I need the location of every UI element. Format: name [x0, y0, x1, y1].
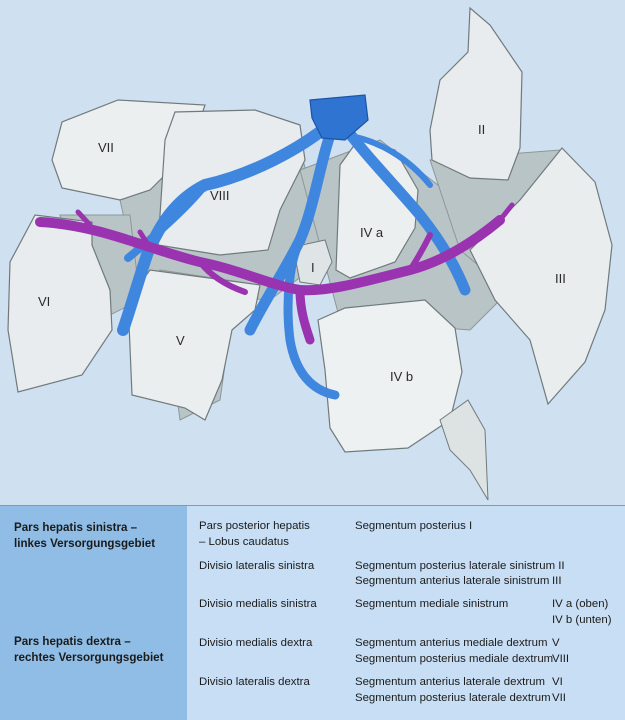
hepatic-veins — [117, 114, 471, 400]
row3-segment: Segmentum mediale sinistrum — [355, 598, 509, 610]
label-viii: VIII — [210, 188, 230, 203]
label-ivb: IV b — [390, 369, 413, 384]
label-ii: II — [478, 122, 485, 137]
row1-segment: Segmentum posterius I — [355, 520, 473, 532]
segment-vi — [7, 214, 113, 393]
row5-division: Divisio lateralis dextra — [199, 676, 310, 688]
segment-iva — [335, 139, 419, 279]
legend-detail-panel — [187, 506, 625, 720]
label-v: V — [176, 333, 185, 348]
legend-table: Pars hepatis sinistra – linkes Versorgun… — [0, 505, 625, 720]
row4-segment-line-1: Segmentum anterius mediale dextrum — [355, 637, 548, 649]
dextra-title-line-2: rechtes Versorgungsgebiet — [14, 651, 164, 664]
row4-number-line-2: VIII — [552, 653, 570, 665]
segment-ii — [429, 6, 523, 181]
label-vii: VII — [98, 140, 114, 155]
segment-v — [127, 269, 261, 421]
sinistra-title-line-1: Pars hepatis sinistra – — [14, 521, 138, 534]
row2-segment-line-2: Segmentum anterius laterale sinistrum — [355, 575, 550, 587]
row2-division: Divisio lateralis sinistra — [199, 560, 315, 572]
vena-cava — [309, 94, 369, 141]
label-i: I — [311, 260, 315, 275]
dextra-title-line-1: Pars hepatis dextra – — [14, 635, 131, 648]
row4-segment-line-2: Segmentum posterius mediale dextrum — [355, 653, 554, 665]
row3-division: Divisio medialis sinistra — [199, 598, 317, 610]
row5-segment-line-1: Segmentum anterius laterale dextrum — [355, 676, 545, 688]
liver-segments-illustration: VII VIII VI V I IV a II III IV b — [0, 0, 625, 505]
row4-division: Divisio medialis dextra — [199, 637, 313, 649]
segment-iii — [469, 147, 613, 406]
label-iii: III — [555, 271, 566, 286]
label-vi: VI — [38, 294, 50, 309]
row5-number-line-1: VI — [552, 676, 563, 688]
portal-vein — [35, 202, 515, 345]
row5-number-line-2: VII — [552, 692, 566, 704]
row3-number-line-1: IV a (oben) — [552, 598, 609, 610]
row2-number-line-2: III — [552, 575, 562, 587]
row2-segment-line-1: Segmentum posterius laterale sinistrum I… — [355, 560, 565, 572]
row4-number-line-1: V — [552, 637, 560, 649]
sinistra-title-line-2: linkes Versorgungsgebiet — [14, 537, 156, 550]
falciform-ligament — [439, 399, 489, 501]
row1-division-line-2: – Lobus caudatus — [199, 536, 289, 548]
row3-number-line-2: IV b (unten) — [552, 614, 612, 626]
row5-segment-line-2: Segmentum posterius laterale dextrum — [355, 692, 551, 704]
label-iva: IV a — [360, 225, 384, 240]
row1-division-line-1: Pars posterior hepatis — [199, 520, 310, 532]
